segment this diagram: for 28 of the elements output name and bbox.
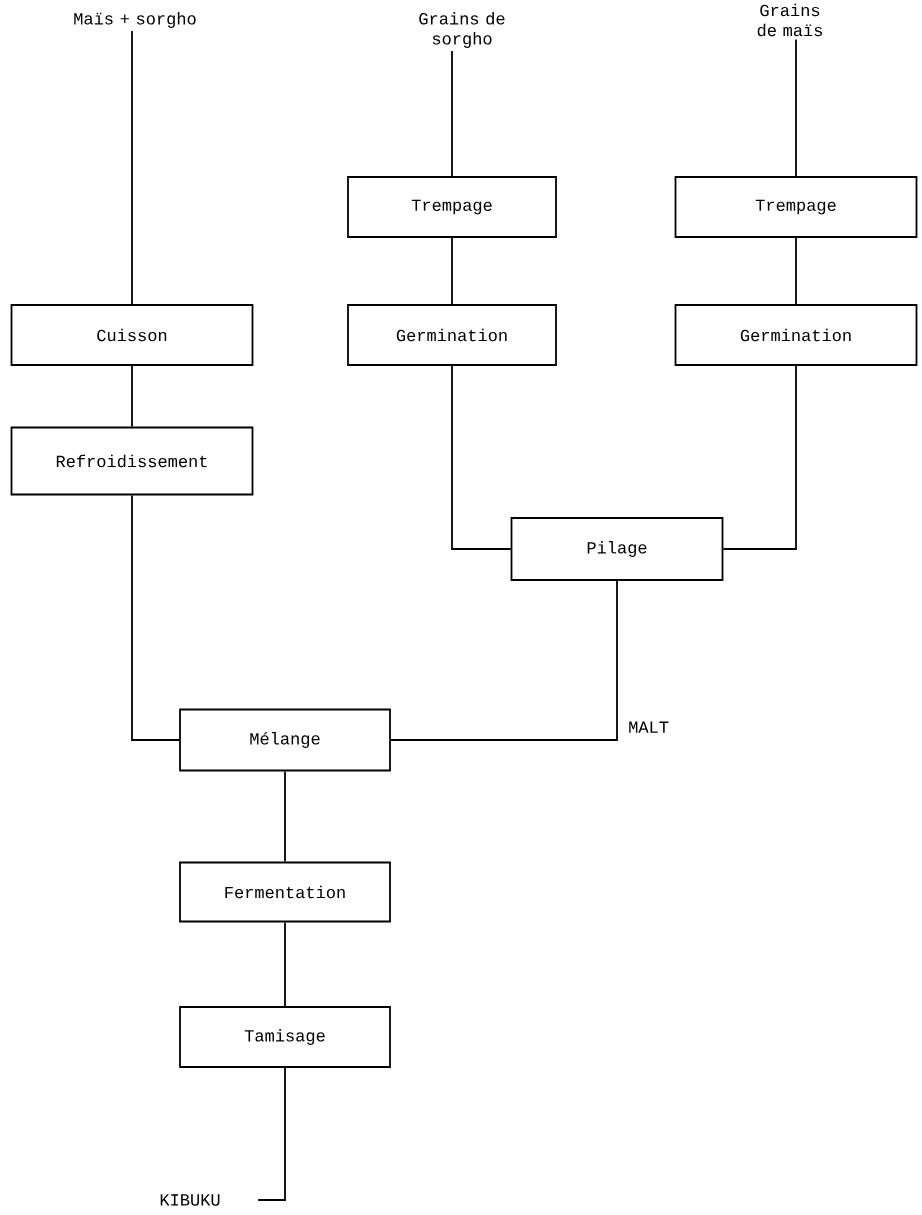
connector-line [284, 770, 286, 863]
connector-line [131, 30, 133, 305]
connector-line [451, 237, 453, 305]
input-label: Maïs + sorgho [74, 12, 196, 28]
connector-line [257, 1067, 286, 1201]
process-box: Fermentation [179, 861, 391, 923]
connector-line [795, 38, 797, 177]
input-label: Grains de maïs [757, 3, 823, 37]
output-label: KIBUKU [160, 1194, 220, 1206]
input-label: Grains de sorgho [419, 12, 505, 48]
process-box: Trempage [347, 176, 557, 238]
process-box: Cuisson [10, 304, 254, 366]
process-box: Germination [347, 304, 557, 366]
process-box: Mélange [179, 708, 391, 772]
connector-line [451, 50, 453, 177]
process-box: Refroidissement [10, 426, 254, 496]
edge-label: MALT [629, 721, 669, 733]
process-box: Pilage [510, 517, 724, 581]
connector-line [795, 237, 797, 305]
process-box: Trempage [674, 176, 918, 238]
connector-line [284, 921, 286, 1007]
process-box: Tamisage [179, 1006, 391, 1068]
process-box: Germination [674, 304, 918, 366]
connector-line [131, 365, 133, 428]
connector-line [722, 365, 797, 550]
connector-line [131, 494, 180, 741]
connector-line [390, 580, 618, 741]
connector-line [451, 365, 512, 550]
